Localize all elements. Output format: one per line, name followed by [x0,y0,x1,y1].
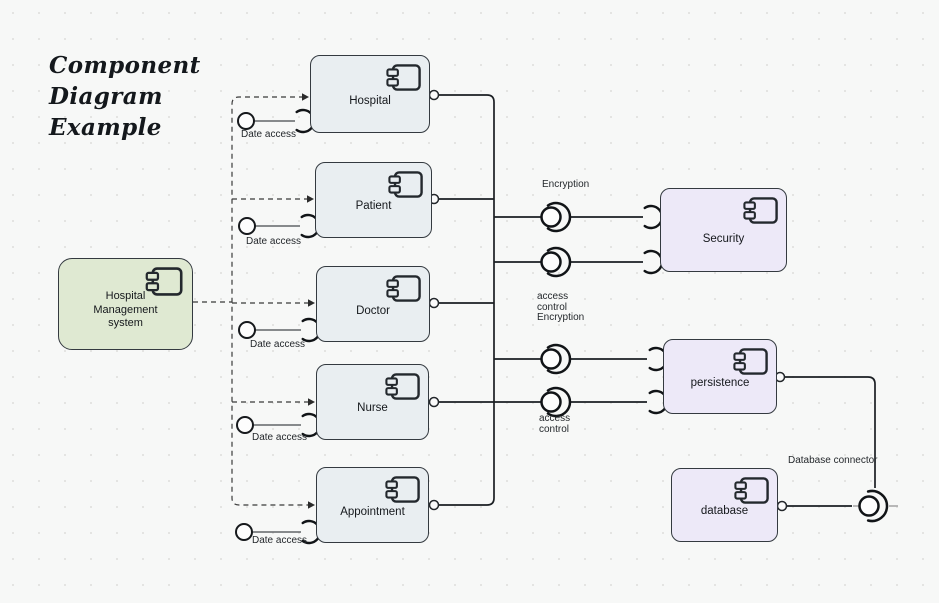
arrowhead-nurse [308,398,315,406]
label-line: access [539,413,571,424]
label-date-access-nurse[interactable]: Date access [252,432,308,443]
label-line: control [537,301,568,313]
component-label: persistence [690,377,750,389]
component-icon [743,197,778,224]
provided-interface-ball [237,112,255,130]
component-icon [734,477,769,504]
component-icon [386,64,421,91]
component-icon [385,476,420,503]
component-label: Security [702,233,745,245]
component-patient[interactable]: Patient [315,162,432,238]
provided-interface-ball [236,416,254,434]
component-label: Nurse [357,402,388,414]
provided-interface-ball [238,217,256,235]
label-line: control [539,423,570,435]
label-date-access-appointment[interactable]: Date access [252,535,308,546]
interface-ball-ace [540,251,562,273]
port-appointment [428,499,440,511]
provided-interface-ball [235,523,253,541]
arrowhead-doctor [308,299,315,307]
component-persistence[interactable]: persistence [663,339,777,414]
bus-wires[interactable] [437,94,876,507]
port-hospital [428,89,440,101]
label-access-control-encryption[interactable]: access control Encryption [537,291,585,324]
component-ports[interactable] [428,89,788,512]
database-connector-junction[interactable] [858,489,889,523]
component-label: Appointment [340,506,405,518]
database-connector-ball [858,495,880,517]
label-database-connector[interactable]: Database connector [788,455,878,466]
label-line: Encryption [537,312,585,323]
interface-socket [546,201,572,233]
label-line: access [537,291,569,302]
interface-socket [546,386,572,418]
component-label: Hospital [349,95,391,107]
interface-ball-encryption [540,206,562,228]
component-doctor[interactable]: Doctor [316,266,430,342]
dependency-arrowheads [302,93,315,509]
interface-socket [546,246,572,278]
component-icon [386,275,421,302]
interface-socket [546,343,572,375]
arrowhead-appointment [308,501,315,509]
database-connector-socket [866,489,889,523]
component-label: Doctor [356,305,390,317]
title-line-3: Example [49,114,162,141]
component-hms[interactable]: Hospital Management system [58,258,193,350]
label-access-control[interactable]: access control [539,413,571,435]
diagram-title[interactable]: Component Diagram Example [49,50,201,143]
arrowhead-hospital [302,93,309,101]
bus-hospital-appointment [437,94,495,506]
label-date-access-patient[interactable]: Date access [246,236,302,247]
label-encryption[interactable]: Encryption [542,179,590,190]
component-icon [388,171,423,198]
label-date-access-doctor[interactable]: Date access [250,339,306,350]
port-doctor [428,297,440,309]
label-date-access-hospital[interactable]: Date access [241,129,297,140]
dependency-trunk [231,96,310,506]
component-appointment[interactable]: Appointment [316,467,429,543]
ball-socket-junctions[interactable] [540,201,572,418]
provided-interface-ball [238,321,256,339]
component-icon [385,373,420,400]
component-label: Hospital Management system [93,290,158,329]
arrowhead-patient [307,195,314,203]
interface-ball-persistence-a [540,348,562,370]
component-security[interactable]: Security [660,188,787,272]
title-line-1: Component [49,52,201,79]
interface-ball-access-control [540,391,562,413]
component-label: Patient [355,200,392,212]
component-hospital[interactable]: Hospital [310,55,430,133]
component-nurse[interactable]: Nurse [316,364,429,440]
component-database[interactable]: database [671,468,778,542]
port-nurse [428,396,440,408]
dashed-dependency-lines[interactable] [193,96,310,506]
component-icon [145,267,183,296]
wire-persistence-dbconnector [784,376,876,488]
port-database [776,500,788,512]
title-line-2: Diagram [49,83,163,110]
date-access-interfaces[interactable] [235,108,322,545]
component-label: database [700,505,749,517]
component-icon [733,348,768,375]
